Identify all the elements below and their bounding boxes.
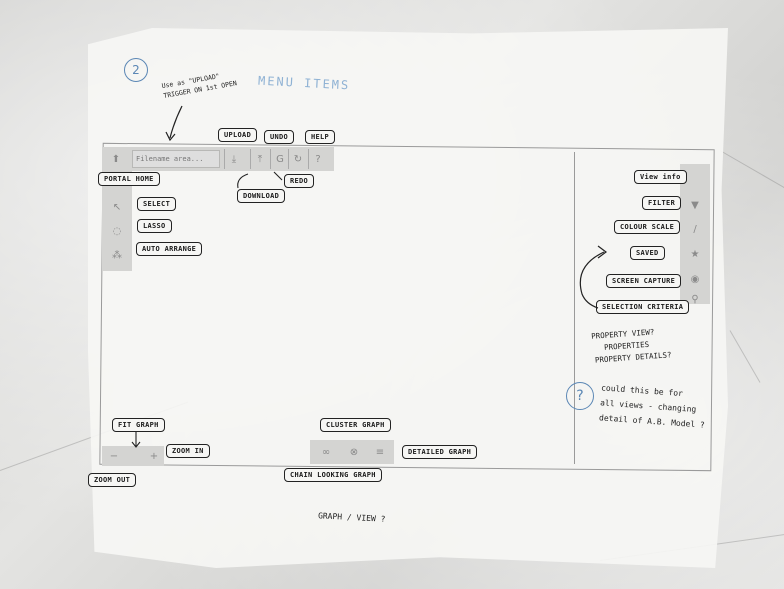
page-number-circle: 2 [124, 58, 148, 82]
list-icon: ≡ [375, 446, 385, 458]
cluster-graph-button[interactable]: ⊗ [342, 442, 366, 462]
zoom-out-button[interactable]: − [106, 447, 122, 465]
help-tag: HELP [305, 130, 336, 144]
search-input[interactable] [132, 150, 220, 168]
page-number: 2 [132, 63, 140, 77]
minus-icon: − [109, 450, 119, 462]
zoom-in-button[interactable]: + [146, 447, 162, 465]
undo-button[interactable]: G [270, 149, 289, 169]
zoom-out-tag: ZOOM OUT [88, 473, 137, 487]
upload-icon: ⤒ [257, 153, 263, 165]
redo-tag: REDO [284, 174, 315, 188]
download-button[interactable]: ⤓ [224, 149, 243, 169]
upload-tag: UPLOAD [218, 128, 258, 142]
chain-icon: ∞ [321, 446, 331, 458]
detailed-graph-button[interactable]: ≡ [368, 442, 392, 462]
bottom-center-toolbar [310, 440, 394, 464]
saved-arrow [579, 245, 607, 309]
redo-button[interactable]: ↻ [288, 149, 307, 169]
right-toolbar [680, 164, 710, 304]
auto-arrange-tool[interactable]: ⁂ [106, 246, 128, 264]
lasso-tool[interactable]: ◌ [106, 222, 128, 240]
tracing-paper [88, 28, 728, 568]
fit-graph-tag: FIT GRAPH [112, 418, 165, 432]
cluster-graph-tag: CLUSTER GRAPH [320, 418, 391, 432]
zoom-in-tag: ZOOM IN [166, 444, 210, 458]
screen-capture-tag: SCREEN CAPTURE [606, 274, 682, 288]
arrange-icon: ⁂ [112, 249, 122, 261]
home-icon: ⬆ [111, 153, 121, 165]
select-tag: SELECT [137, 197, 177, 211]
saved-tool[interactable]: ★ [684, 245, 706, 263]
filter-tool[interactable]: ▼ [684, 196, 706, 214]
detailed-graph-tag: DETAILED GRAPH [402, 445, 478, 459]
filter-tag: FILTER [642, 196, 682, 210]
chain-graph-tag: CHAIN LOOKING GRAPH [284, 468, 382, 482]
chain-graph-button[interactable]: ∞ [314, 442, 338, 462]
star-icon: ★ [690, 248, 700, 260]
undo-icon: G [276, 153, 284, 165]
filter-icon: ▼ [691, 199, 699, 211]
cursor-icon: ↖ [112, 201, 122, 213]
screen-capture-tool[interactable]: ◉ [684, 270, 706, 288]
saved-tag: SAVED [630, 246, 665, 260]
upload-button[interactable]: ⤒ [250, 149, 269, 169]
lasso-icon: ◌ [112, 225, 122, 237]
selection-criteria-tag: SELECTION CRITERIA [596, 300, 690, 314]
right-panel-divider [574, 152, 576, 464]
upload-note-arrow [165, 105, 183, 142]
help-icon: ? [315, 153, 321, 165]
pencil-icon: / [693, 223, 697, 235]
property-notes: PROPERTY VIEW? PROPERTIES PROPERTY DETAI… [591, 325, 672, 366]
question-mark: ? [576, 388, 584, 404]
view-info-tag: View info [634, 170, 687, 184]
download-icon: ⤓ [231, 153, 237, 165]
question-text: could this be for all views - changing d… [599, 380, 708, 432]
plus-icon: + [149, 450, 159, 462]
toolbar-arrows [237, 171, 283, 189]
cluster-icon: ⊗ [349, 446, 359, 458]
lasso-tag: LASSO [137, 219, 172, 233]
question-circle: ? [566, 382, 594, 410]
portal-home-tag: PORTAL HOME [98, 172, 160, 186]
left-toolbar [102, 171, 132, 271]
select-tool[interactable]: ↖ [106, 198, 128, 216]
undo-tag: UNDO [264, 130, 295, 144]
camera-icon: ◉ [690, 273, 700, 285]
colour-scale-tag: COLOUR SCALE [614, 220, 681, 234]
colour-scale-tool[interactable]: / [684, 220, 706, 238]
help-button[interactable]: ? [308, 149, 327, 169]
download-tag: DOWNLOAD [237, 189, 286, 203]
fit-graph-arrow [131, 432, 141, 448]
selection-criteria-tool[interactable]: ⚲ [684, 292, 706, 306]
search-icon: ⚲ [691, 293, 699, 305]
auto-arrange-tag: AUTO ARRANGE [136, 242, 203, 256]
portal-home-button[interactable]: ⬆ [104, 149, 128, 169]
redo-icon: ↻ [293, 153, 303, 165]
bottom-left-toolbar [102, 446, 164, 466]
